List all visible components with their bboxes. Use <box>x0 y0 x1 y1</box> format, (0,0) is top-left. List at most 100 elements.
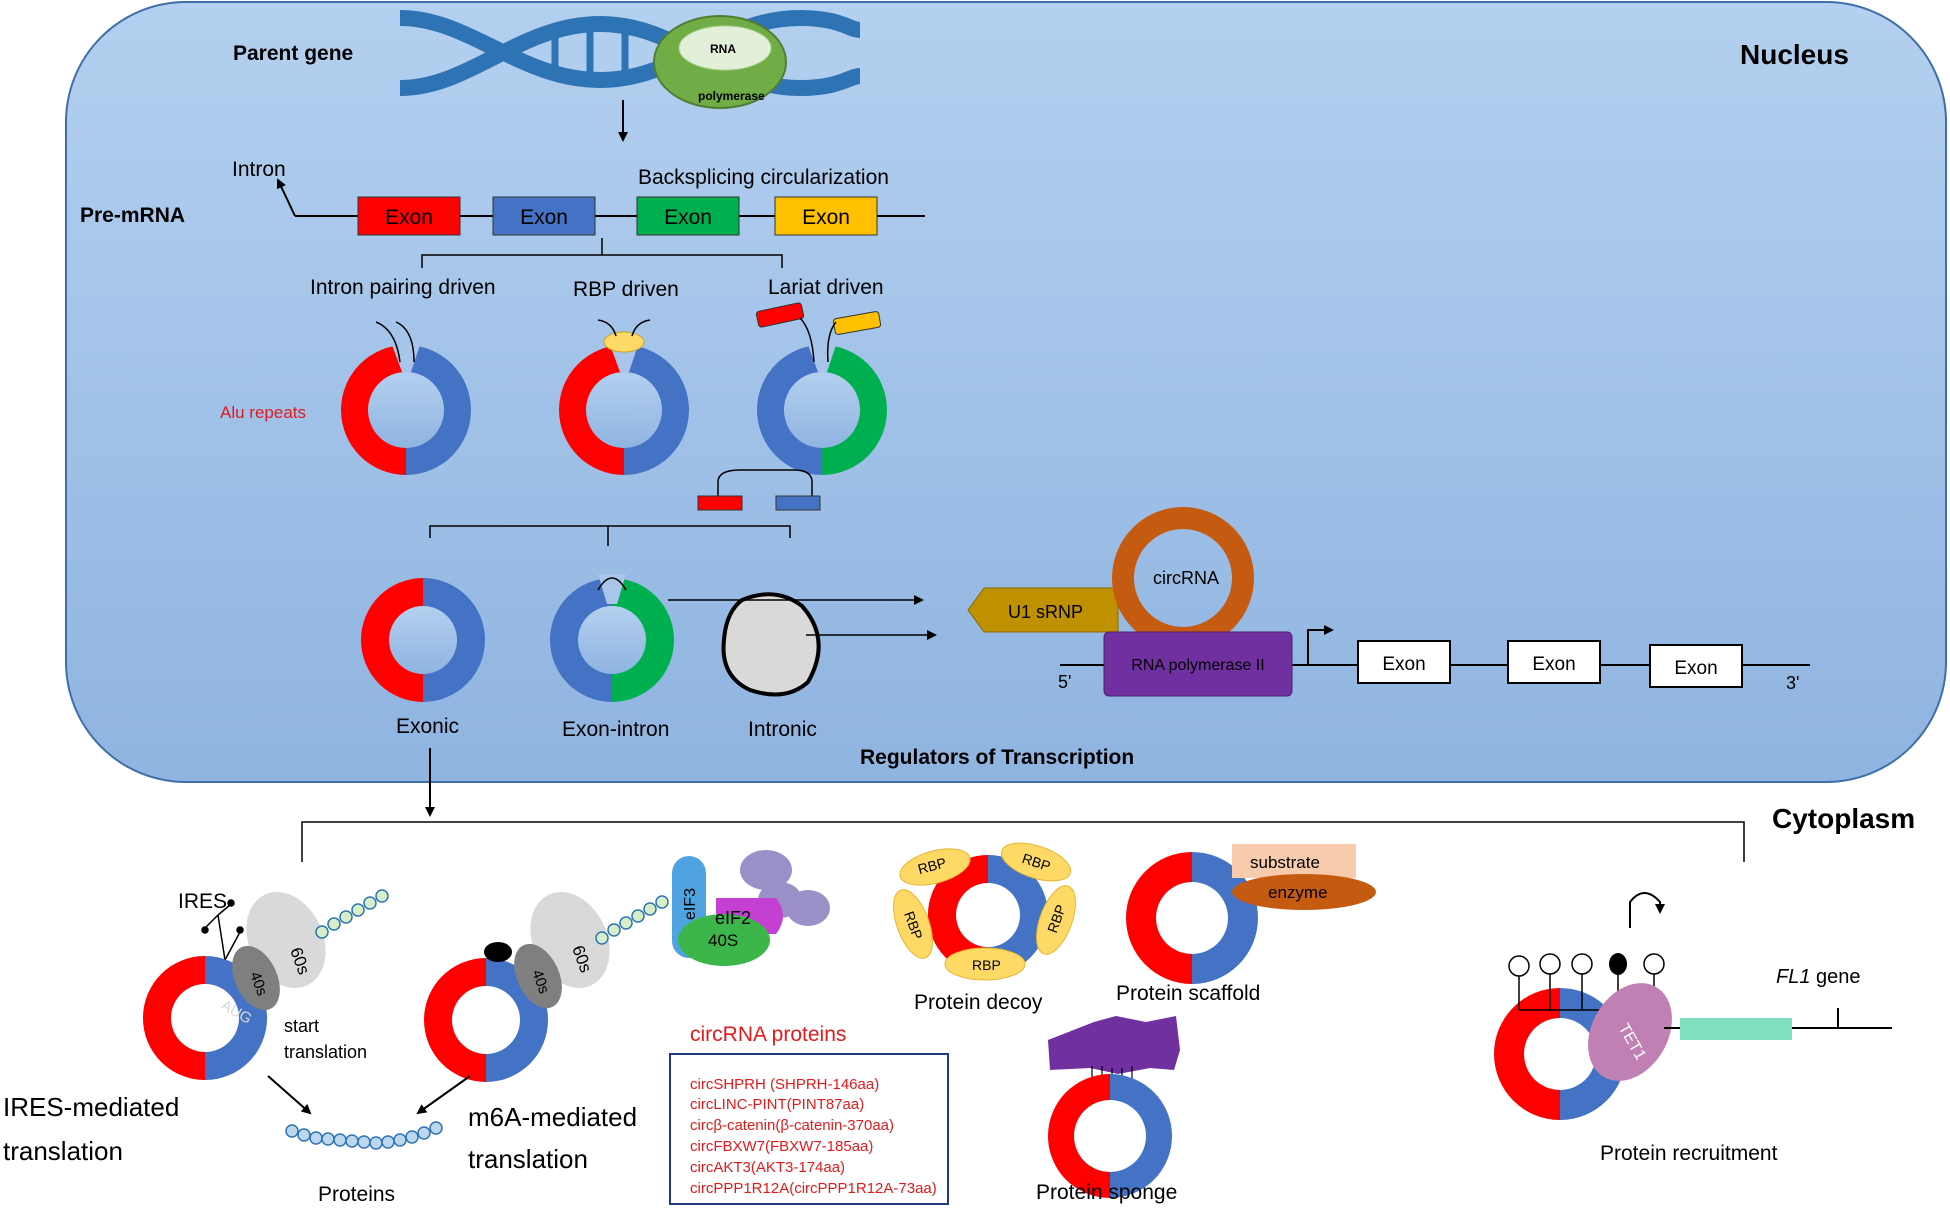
protein-sponge-label: Protein sponge <box>1036 1181 1177 1204</box>
svg-text:40S: 40S <box>708 931 738 950</box>
parent-gene-label: Parent gene <box>233 42 353 65</box>
mechanism-intron-pairing: Intron pairing driven <box>310 276 496 299</box>
peptide-chain-icon <box>315 889 389 939</box>
circ-exonic <box>361 578 485 702</box>
regulators-label: Regulators of Transcription <box>860 746 1134 769</box>
exon-blue <box>492 196 596 236</box>
circ-type-bracket <box>429 525 791 546</box>
svg-text:Exon: Exon <box>1674 658 1717 679</box>
svg-text:substrate: substrate <box>1250 853 1320 872</box>
svg-text:Exon: Exon <box>802 206 850 229</box>
intron-arrow <box>276 178 296 217</box>
mechanism-rbp: RBP driven <box>573 278 679 301</box>
cytoplasm-bracket <box>301 821 1745 862</box>
m6a-mark-icon <box>484 942 512 962</box>
ires-to-proteins-arrow <box>267 1075 312 1115</box>
circrna-protein-item: circSHPRH (SHPRH-146aa) <box>690 1076 879 1093</box>
circle-lariat-driven <box>755 302 887 475</box>
svg-text:U1 sRNP: U1 sRNP <box>1008 602 1083 622</box>
svg-text:Exon: Exon <box>385 206 433 229</box>
circle-intron-pairing <box>341 321 471 475</box>
circrna-proteins-title: circRNA proteins <box>690 1023 846 1046</box>
protein-scaffold-label: Protein scaffold <box>1116 982 1260 1005</box>
alu-repeats-label: Alu repeats <box>220 403 306 422</box>
gene-exons: Exon Exon Exon <box>1357 640 1743 688</box>
initiation-complex: eIF3 eIF2 40S <box>672 850 830 966</box>
ires-label: IRES <box>178 890 227 913</box>
five-prime-label: 5' <box>1058 672 1071 692</box>
m6a-to-proteins-arrow <box>416 1075 471 1115</box>
svg-text:Exon: Exon <box>520 206 568 229</box>
rna-polymerase-icon: RNA polymerase <box>653 15 787 109</box>
protein-sponge <box>1048 1016 1180 1198</box>
intron-label: Intron <box>232 158 286 181</box>
rna-polymerase-ii <box>1103 631 1293 697</box>
curved-arrow-icon <box>1629 892 1665 928</box>
nucleus-label: Nucleus <box>1740 39 1849 70</box>
exon-green <box>636 196 740 236</box>
circrna-proteins-box <box>669 1053 949 1205</box>
m6a-mediated-line2: translation <box>468 1144 588 1174</box>
pre-mrna-label: Pre-mRNA <box>80 204 185 227</box>
mechanism-bracket <box>421 238 783 268</box>
svg-text:RNA: RNA <box>710 42 736 56</box>
ires-circrna <box>142 955 268 1080</box>
tet1-protein <box>1588 983 1672 1081</box>
circrna-protein-item: circAKT3(AKT3-174aa) <box>690 1159 845 1176</box>
protein-recruitment: TET1 FL1 gene <box>1494 892 1892 1120</box>
m6a-peptide-chain-icon <box>595 895 669 945</box>
protein-decoy-label: Protein decoy <box>914 991 1043 1014</box>
proteins-label: Proteins <box>318 1183 395 1206</box>
svg-text:enzyme: enzyme <box>1268 883 1328 902</box>
m6a-mediated-line1: m6A-mediated <box>468 1102 637 1132</box>
svg-text:RNA polymerase II: RNA polymerase II <box>1131 657 1264 674</box>
ires-mediated-line1: IRES-mediated <box>3 1092 179 1122</box>
u1-snrnp <box>967 587 1119 633</box>
svg-text:Exon: Exon <box>1382 654 1425 675</box>
mechanism-lariat: Lariat driven <box>768 276 884 299</box>
tss-arrow <box>1307 625 1334 665</box>
circle-rbp-driven <box>559 319 689 475</box>
m6a-circrna <box>424 942 548 1082</box>
protein-chain-icon <box>285 1121 443 1150</box>
svg-text:RBP: RBP <box>916 854 948 877</box>
circ-intronic <box>721 592 821 697</box>
backsplicing-label: Backsplicing circularization <box>638 166 889 189</box>
circrna-protein-item: circFBXW7(FBXW7-185aa) <box>690 1138 873 1155</box>
circ-type-exon-intron: Exon-intron <box>562 718 669 741</box>
svg-text:Exon: Exon <box>664 206 712 229</box>
svg-text:eIF3: eIF3 <box>682 888 699 920</box>
pre-mrna-exons: Exon Exon Exon Exon <box>357 196 878 236</box>
protein-decoy: RBP RBP RBP RBP RBP <box>893 842 1076 981</box>
protein-recruitment-label: Protein recruitment <box>1600 1142 1778 1165</box>
three-prime-label: 3' <box>1786 673 1799 693</box>
m6a-ribosome: 60s 40s <box>514 892 610 1009</box>
dna-rungs <box>551 24 629 82</box>
circ-type-exonic: Exonic <box>396 715 459 738</box>
fl1-gene-label: FL1 gene <box>1776 966 1861 988</box>
svg-text:eIF2: eIF2 <box>715 908 751 928</box>
exon-red <box>357 196 461 236</box>
circrna-protein-item: circβ-catenin(β-catenin-370aa) <box>690 1117 894 1134</box>
methyl-mark-icon <box>1609 953 1627 975</box>
start-translation-line2: translation <box>284 1042 367 1062</box>
svg-text:RBP: RBP <box>972 957 1001 973</box>
cytoplasm-label: Cytoplasm <box>1772 803 1915 834</box>
start-translation-line1: start <box>284 1016 319 1036</box>
circ-type-intronic: Intronic <box>748 718 817 741</box>
circrna-proteins-list: circSHPRH (SHPRH-146aa) circLINC-PINT(PI… <box>690 1076 937 1197</box>
exon-yellow <box>774 196 878 236</box>
ires-mediated-line2: translation <box>3 1136 123 1166</box>
protein-scaffold: substrate enzyme <box>1126 844 1376 984</box>
lariat-linker <box>697 469 821 511</box>
ires-structure-icon <box>201 899 244 961</box>
rbp-oval <box>603 331 645 353</box>
ires-ribosome: 60s 40s AUG <box>218 892 326 1028</box>
svg-text:Exon: Exon <box>1532 654 1575 675</box>
circrna-protein-item: circLINC-PINT(PINT87aa) <box>690 1096 864 1113</box>
circ-exon-intron <box>550 574 674 702</box>
circrna-protein-item: circPPP1R12A(circPPP1R12A-73aa) <box>690 1180 937 1197</box>
svg-text:polymerase: polymerase <box>698 89 765 103</box>
svg-text:circRNA: circRNA <box>1153 568 1219 588</box>
